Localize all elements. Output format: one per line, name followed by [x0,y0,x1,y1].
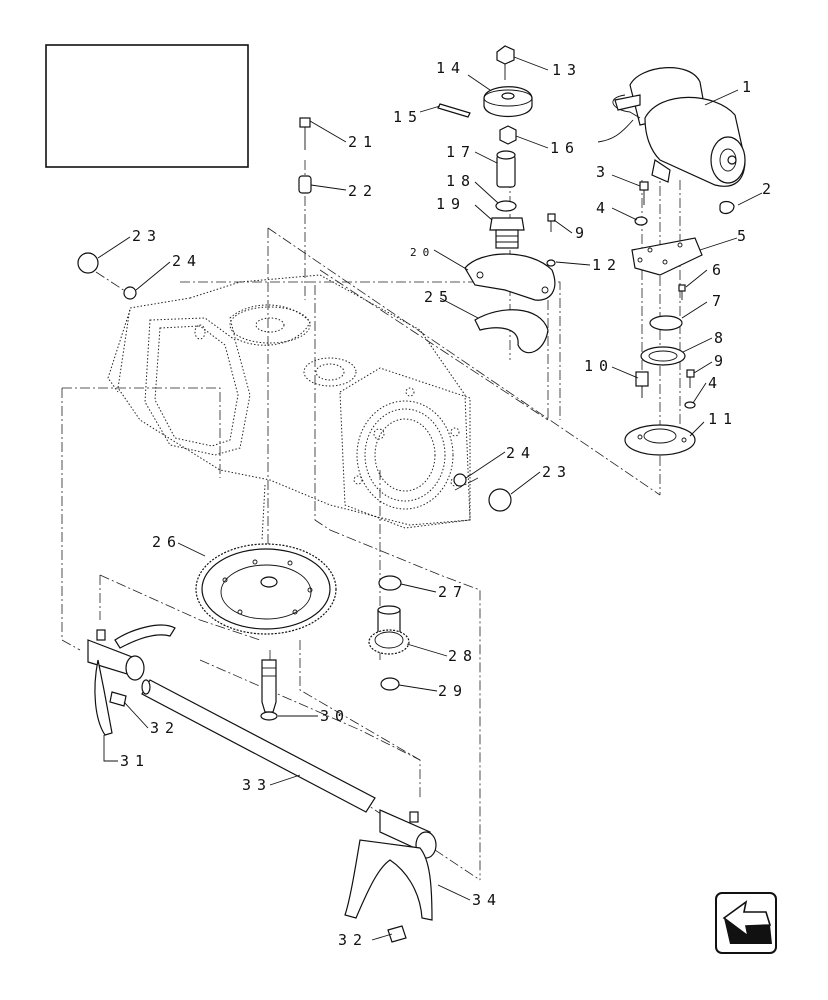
part-26-ring-gear [195,543,337,635]
part-9-screw-lower [686,369,695,388]
part-7-snap-ring [649,315,683,331]
part-22-dowel [298,175,312,194]
callout-29: 29 [438,682,468,700]
callout-10: 10 [584,357,614,375]
title-box [45,44,249,168]
part-23-seal-right [488,488,512,512]
callout-27: 27 [438,583,468,601]
callout-4-upper: 4 [596,199,611,217]
part-32-pad-left [109,691,127,707]
callout-34: 34 [472,891,502,909]
part-3-screw [639,181,649,205]
callout-20: 20 [410,246,435,259]
callout-17: 17 [446,143,476,161]
callout-24-left: 24 [172,252,202,270]
callout-32-left: 32 [150,719,180,737]
callout-31: 31 [120,752,150,770]
part-34-shift-fork [344,809,437,921]
part-2-plug [719,200,735,215]
callout-9-lower: 9 [714,352,729,370]
callout-14: 14 [436,59,466,77]
callout-22: 22 [348,182,378,200]
part-24-snap-ring-left [123,286,137,300]
leader-lines [97,56,763,941]
callout-2: 2 [762,180,777,198]
part-20-cover [464,253,556,301]
callout-11: 11 [708,410,738,428]
part-14-knob [483,86,533,117]
part-4-washer-lower [684,401,696,409]
callout-9-upper: 9 [575,224,590,242]
part-29-plug [380,677,400,691]
part-5-cover-plate [631,237,703,276]
callout-26: 26 [152,533,182,551]
part-15-pin [437,103,471,118]
part-4-washer-upper [634,216,648,226]
callout-25: 25 [424,288,454,306]
part-16-nut [499,125,517,145]
callout-15: 15 [393,108,423,126]
part-18-o-ring [495,200,517,212]
callout-numbers: 1 2 3 4 5 6 7 8 9 4 10 11 12 9 13 14 15 … [120,59,777,949]
callout-18: 18 [446,172,476,190]
part-13-nut [496,45,515,80]
arrow-pointer-icon[interactable] [715,892,777,954]
part-28-pinion [368,605,410,655]
callout-23-left: 23 [132,227,162,245]
callout-7: 7 [712,292,727,310]
callout-6: 6 [712,261,727,279]
part-19-threaded-plug [489,217,525,249]
part-10-stud [635,371,649,398]
gearbox-housing [107,274,471,541]
part-33-shift-rod [141,679,376,813]
part-11-flange [624,424,696,456]
callout-1: 1 [742,78,757,96]
callout-3: 3 [596,163,611,181]
callout-19: 19 [436,195,466,213]
callout-28: 28 [448,647,478,665]
callout-13: 13 [552,61,582,79]
part-31-shift-fork [87,624,176,736]
part-30-bolt [260,659,278,721]
part-1-electric-motor [597,67,746,187]
part-12-washer [546,259,556,267]
callout-23-right: 23 [542,463,572,481]
part-21-bolt [299,117,311,150]
part-23-seal-left [77,252,99,274]
callout-5: 5 [737,227,752,245]
part-32-pad-right [387,925,407,943]
callout-4-lower: 4 [708,374,723,392]
callout-8: 8 [714,329,729,347]
part-8-shim [640,346,686,366]
part-24-snap-ring-right [453,473,467,487]
callout-33: 33 [242,776,272,794]
part-27-o-ring [378,575,402,591]
part-6-screw [678,284,686,300]
callout-24-right: 24 [506,444,536,462]
callout-12: 12 [592,256,622,274]
callout-21: 21 [348,133,378,151]
part-17-sleeve [496,150,516,188]
callout-32-right: 32 [338,931,368,949]
part-9-screw-upper [547,213,556,232]
callout-30: 30 [320,707,350,725]
callout-16: 16 [550,139,580,157]
part-25-gasket [474,309,549,354]
